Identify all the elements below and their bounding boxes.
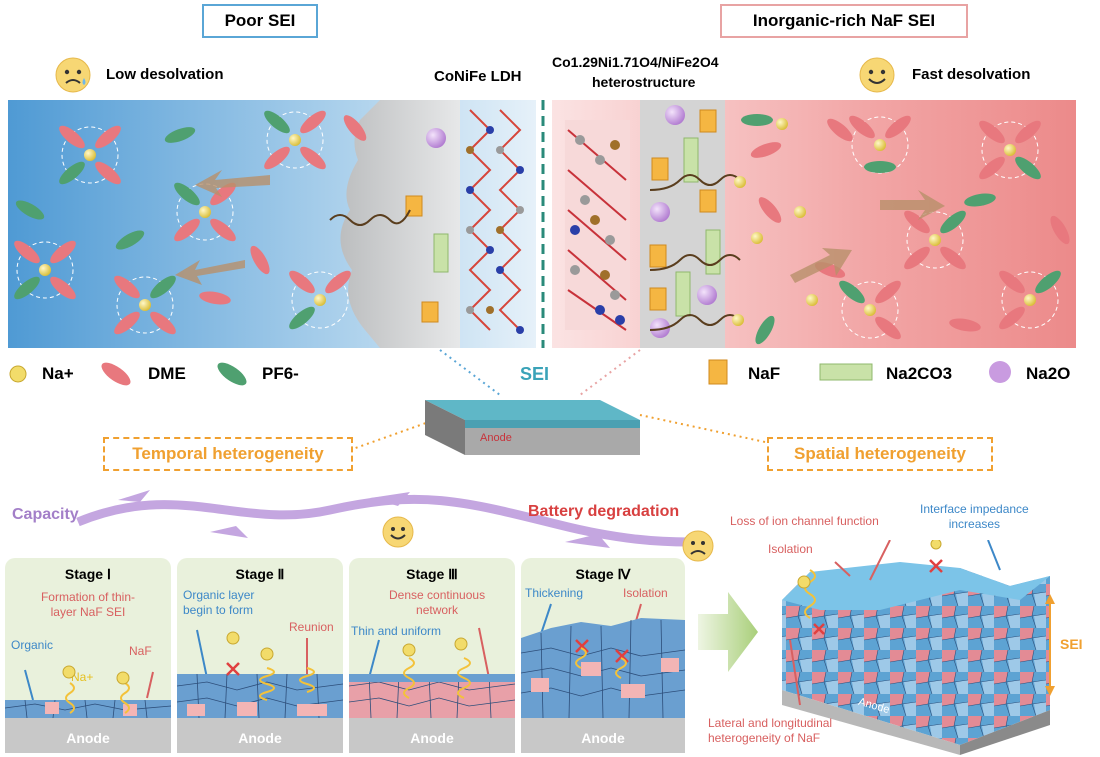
stage-1-title: Stage Ⅰ [64,566,112,582]
legend-na: Na+ [42,364,74,383]
stage-3-anode: Anode [410,730,454,746]
capacity-label: Capacity [12,506,79,523]
hetero-formula-label: Co1.29Ni1.71O4/NiFe2O4 [552,54,719,70]
happy-face-icon [382,516,414,548]
fast-desolvation-label: Fast desolvation [912,66,1031,83]
stage-4-layer [521,603,685,753]
stage-2-anode: Anode [238,730,282,746]
desolvation-panels [8,100,1076,348]
poor-sei-title: Poor SEI [202,4,318,38]
stage-1-na-label: Na+ [71,670,94,684]
na2co3-icon [819,363,873,381]
hetero-structure-label: heterostructure [592,74,696,90]
naf-icon [708,359,728,385]
stage-4-panel: Stage Ⅳ Thickening Isolation Anode [521,558,685,753]
stage-3-layer [349,627,515,753]
stage-3-thin-label: Thin and uniform [351,624,442,638]
stage-4-anode: Anode [581,730,625,746]
legend-pf6: PF6- [262,364,299,383]
stage-4-title: Stage Ⅳ [575,566,631,582]
isolation-label: Isolation [768,542,813,556]
sei-thickness-label: SEI [1060,636,1083,652]
pf6-anion-icon [217,362,247,386]
low-desolvation-label: Low desolvation [106,66,224,83]
ldh-lattice [466,109,524,334]
stage-1-note: Formation of thin-layer NaF SEI [40,590,136,619]
right-solvation-clusters [732,114,1070,345]
sad-face-icon [55,57,91,93]
na-ion-icon [9,365,27,383]
spatial-heterogeneity-label: Spatial heterogeneity [767,437,993,471]
legend-dme: DME [148,364,186,383]
legend-na2co3: Na2CO3 [886,364,953,383]
sei-label: SEI [520,364,550,384]
dme-molecule-icon [101,362,131,386]
happy-face-icon [859,57,895,93]
stage-4-isolation-label: Isolation [623,586,668,600]
sad-face-icon [682,530,714,562]
arrow-right-icon [698,592,758,672]
heterostructure-crystal [565,120,630,331]
left-solvation-clusters [14,110,367,335]
anode-center-label: Anode [480,432,512,444]
stage-2-title: Stage Ⅱ [235,566,285,582]
sei-3d-block [782,540,1055,755]
degradation-label: Battery degradation [528,503,680,520]
stage-1-layer [5,665,171,753]
stage-1-panel: Stage Ⅰ Formation of thin-layer NaF SEI … [5,558,171,753]
stage-1-naf-label: NaF [129,644,152,658]
sei-block [349,349,766,455]
stage-3-title: Stage Ⅲ [406,566,458,582]
legend-na2o: Na2O [1026,364,1071,383]
stage-1-anode: Anode [66,730,110,746]
legend-naf: NaF [748,364,781,383]
stage-1-organic-label: Organic [11,638,54,652]
stage-2-layer [177,629,343,753]
stage-4-thickening-label: Thickening [525,586,584,600]
ldh-label: CoNiFe LDH [434,68,522,85]
loss-ion-channel-label: Loss of ion channel function [730,514,879,528]
stage-2-reunion-label: Reunion [289,620,334,634]
capacity-curve [76,490,691,548]
temporal-heterogeneity-label: Temporal heterogeneity [103,437,353,471]
na2o-icon [989,361,1011,383]
rich-sei-title: Inorganic-rich NaF SEI [720,4,968,38]
